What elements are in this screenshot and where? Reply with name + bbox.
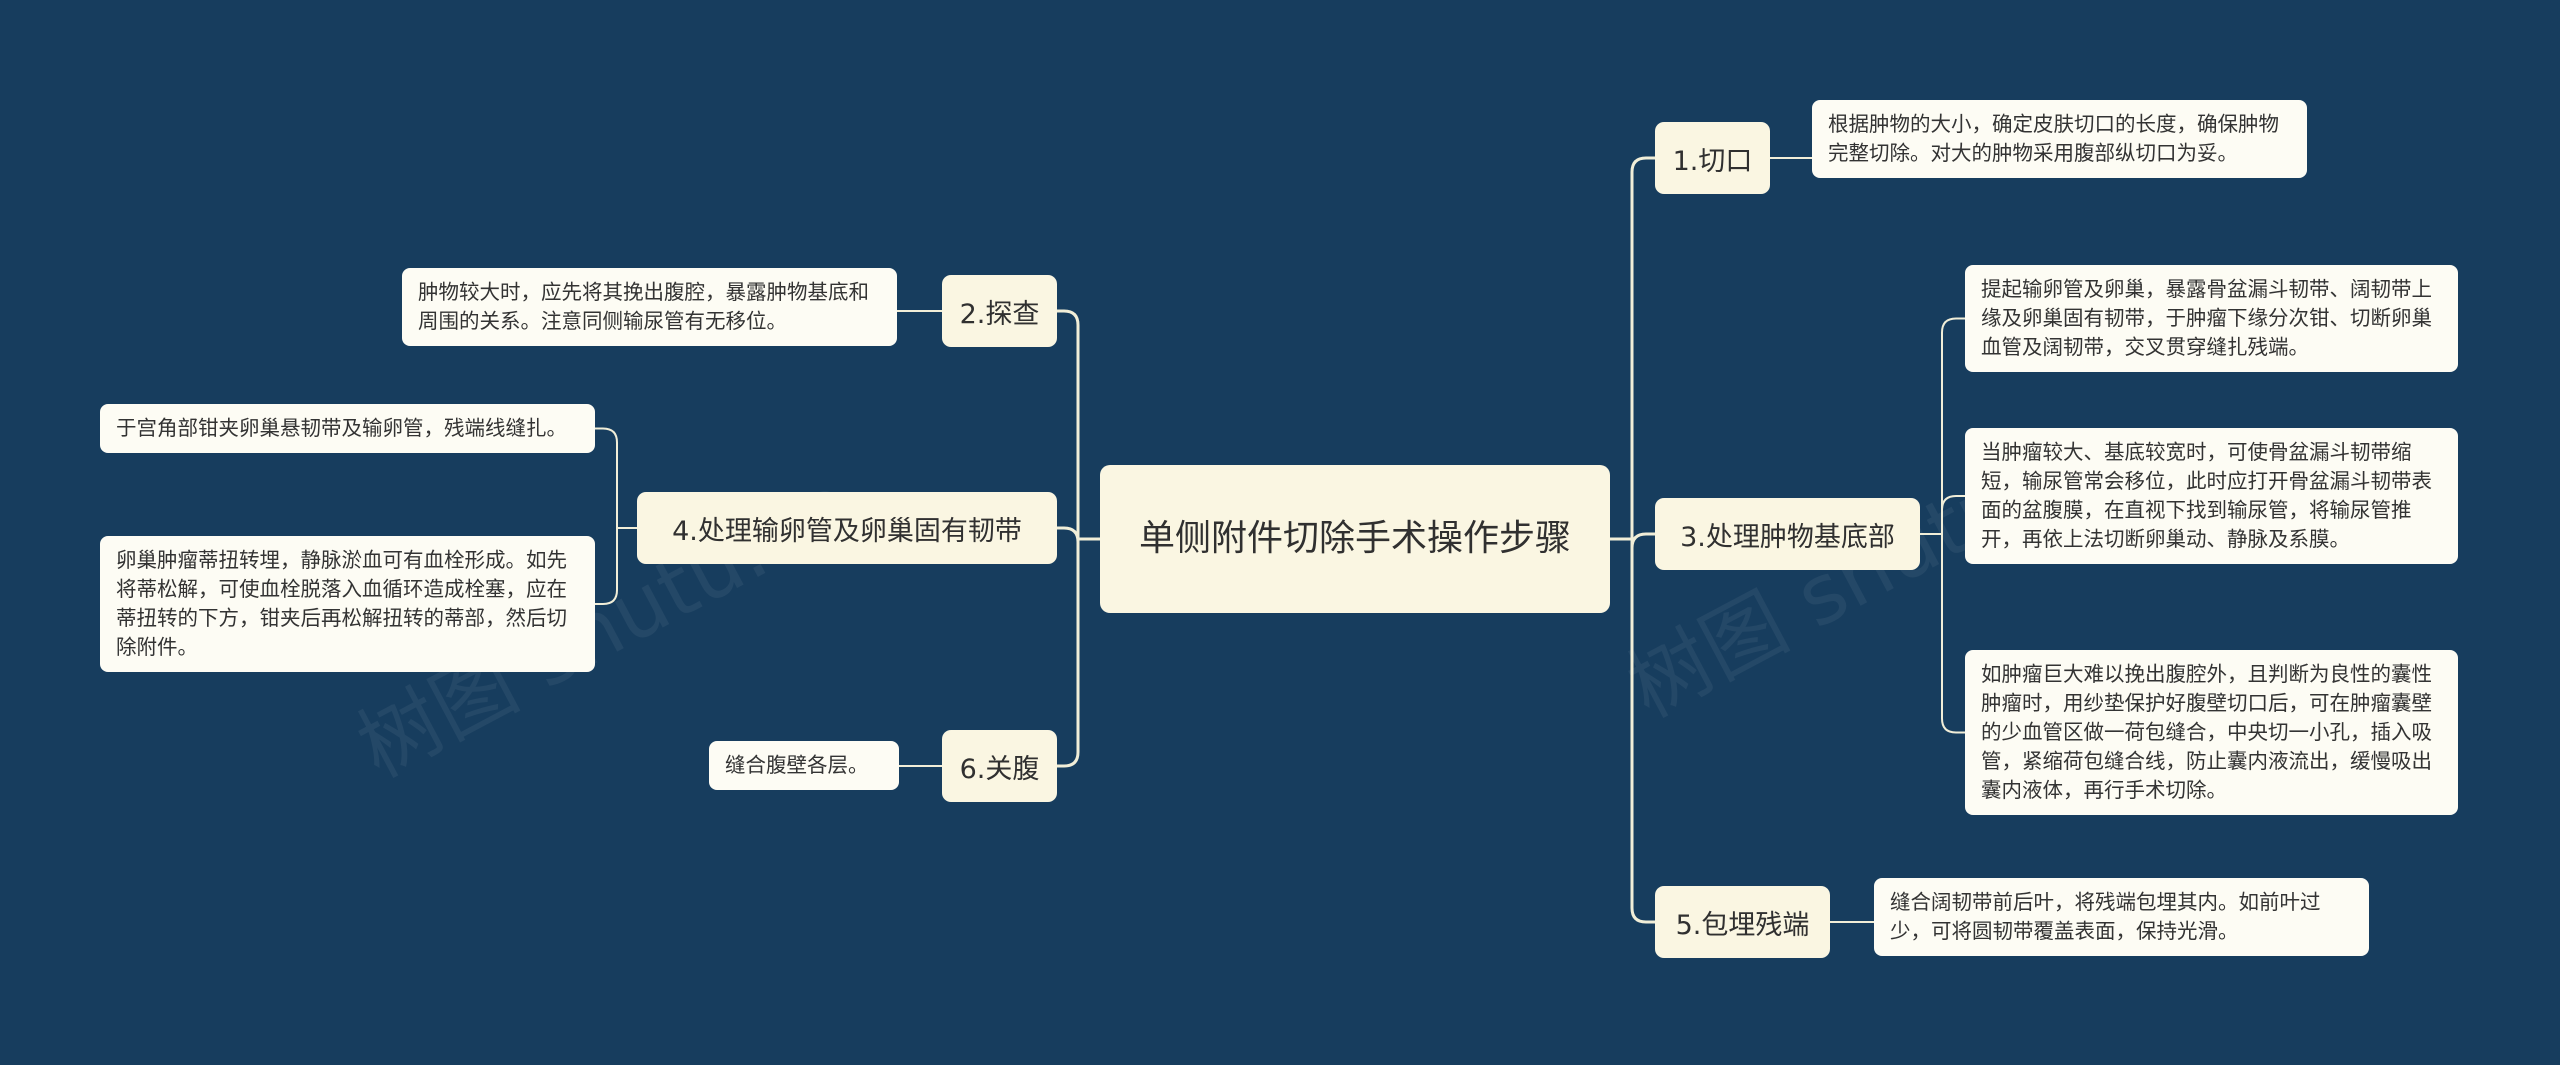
branch-exploration[interactable]: 2.探查 — [942, 275, 1057, 347]
branch-incision[interactable]: 1.切口 — [1655, 122, 1770, 194]
branch-tumor-base[interactable]: 3.处理肿物基底部 — [1655, 498, 1920, 570]
connector-line — [1941, 317, 1965, 534]
leaf-incision-1[interactable]: 根据肿物的大小，确定皮肤切口的长度，确保肿物完整切除。对大的肿物采用腹部纵切口为… — [1812, 100, 2307, 178]
leaf-tumor-base-3[interactable]: 如肿瘤巨大难以挽出腹腔外，且判断为良性的囊性肿瘤时，用纱垫保护好腹壁切口后，可在… — [1965, 650, 2458, 815]
connector-line — [1941, 495, 1965, 534]
branch-embed-stump[interactable]: 5.包埋残端 — [1655, 886, 1830, 958]
leaf-fallopian-ligament-2[interactable]: 卵巢肿瘤蒂扭转埋，静脉淤血可有血栓形成。如先将蒂松解，可使血栓脱落入血循环造成栓… — [100, 536, 595, 672]
leaf-tumor-base-2[interactable]: 当肿瘤较大、基底较宽时，可使骨盆漏斗韧带缩短，输尿管常会移位，此时应打开骨盆漏斗… — [1965, 428, 2458, 564]
connector-line — [1630, 532, 1655, 549]
branch-close-abdomen[interactable]: 6.关腹 — [942, 730, 1057, 802]
leaf-tumor-base-1[interactable]: 提起输卵管及卵巢，暴露骨盆漏斗韧带、阔韧带上缘及卵巢固有韧带，于肿瘤下缘分次钳、… — [1965, 265, 2458, 372]
connector-line — [1630, 539, 1655, 924]
leaf-fallopian-ligament-1[interactable]: 于宫角部钳夹卵巢悬韧带及输卵管，残端线缝扎。 — [100, 404, 595, 453]
connector-line — [1941, 534, 1965, 734]
branch-fallopian-ligament[interactable]: 4.处理输卵管及卵巢固有韧带 — [637, 492, 1057, 564]
connector-line — [595, 528, 618, 605]
leaf-close-abdomen-1[interactable]: 缝合腹壁各层。 — [709, 741, 899, 790]
connector-line — [1057, 526, 1080, 543]
connector-line — [1630, 156, 1655, 539]
connector-line — [1057, 539, 1080, 768]
central-topic[interactable]: 单侧附件切除手术操作步骤 — [1100, 465, 1610, 613]
leaf-exploration-1[interactable]: 肿物较大时，应先将其挽出腹腔，暴露肿物基底和周围的关系。注意同侧输尿管有无移位。 — [402, 268, 897, 346]
leaf-embed-stump-1[interactable]: 缝合阔韧带前后叶，将残端包埋其内。如前叶过少，可将圆韧带覆盖表面，保持光滑。 — [1874, 878, 2369, 956]
connector-line — [1057, 309, 1080, 539]
connector-line — [595, 427, 618, 528]
